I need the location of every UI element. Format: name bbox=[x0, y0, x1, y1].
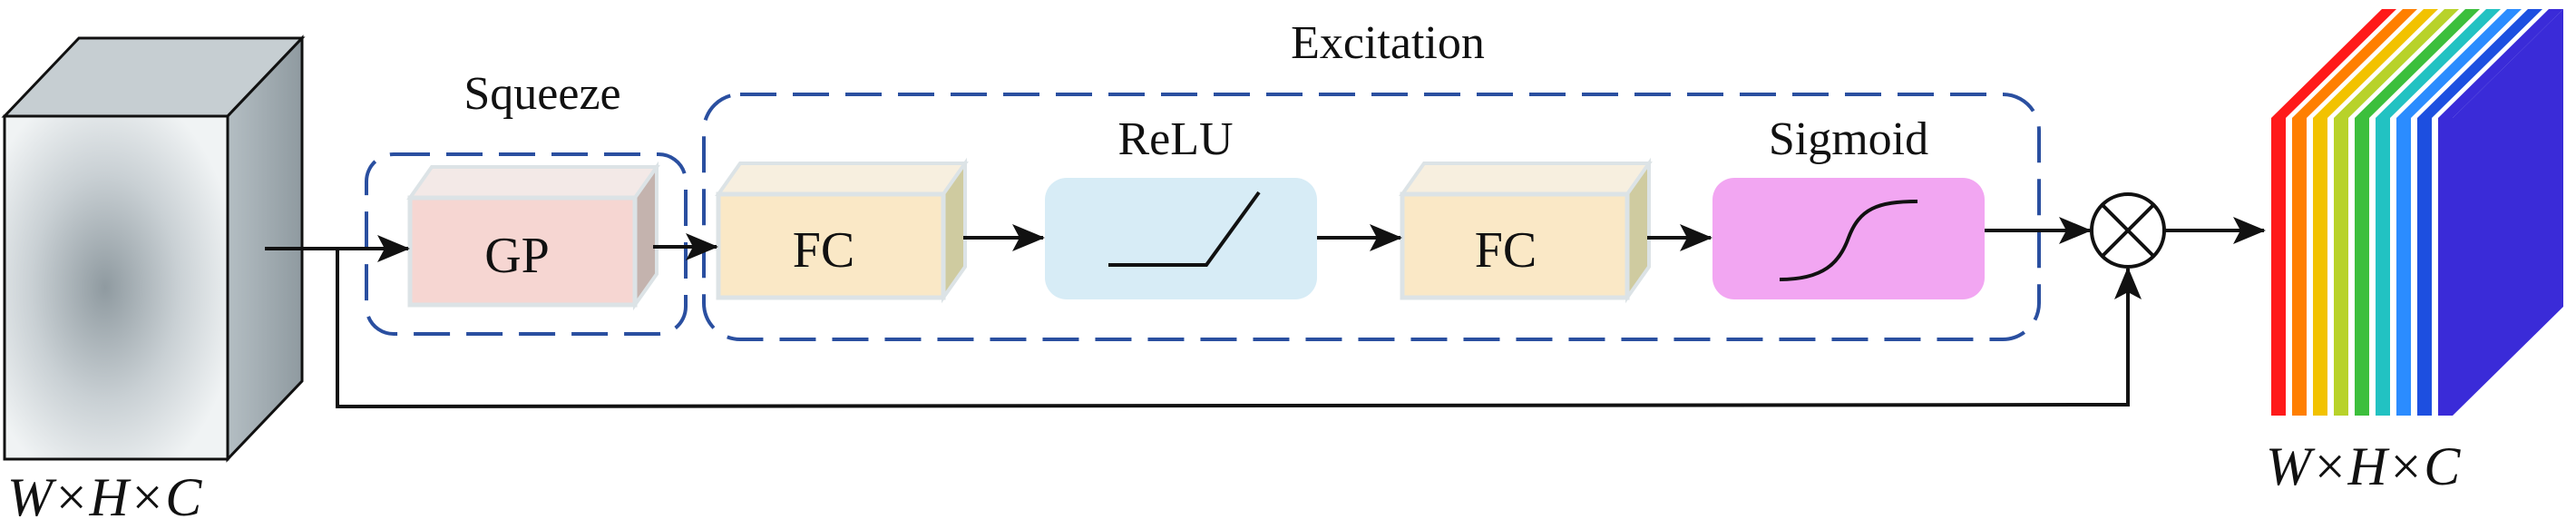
fc1-block bbox=[715, 157, 969, 304]
output-tensor bbox=[2271, 9, 2563, 416]
output-channel-top bbox=[2355, 9, 2480, 118]
output-channel-top bbox=[2313, 9, 2438, 118]
relu-block bbox=[1045, 178, 1317, 299]
excitation-label: Excitation bbox=[1291, 17, 1485, 69]
fc2-block bbox=[1399, 157, 1653, 304]
output-channel-slice bbox=[2438, 118, 2453, 416]
output-channel-top bbox=[2292, 9, 2417, 118]
sigmoid-label: Sigmoid bbox=[1769, 113, 1928, 165]
output-channel-slice bbox=[2313, 118, 2327, 416]
output-channel-top bbox=[2417, 9, 2542, 118]
skip-connection bbox=[336, 249, 2142, 409]
input-dims-label: W×H×C bbox=[7, 467, 202, 527]
excitation-group-border bbox=[702, 93, 2041, 341]
multiply-circle-icon bbox=[2090, 192, 2166, 269]
output-channel-slice bbox=[2355, 118, 2369, 416]
output-channel-slice bbox=[2417, 118, 2432, 416]
relu-label: ReLU bbox=[1117, 113, 1233, 165]
squeeze-label: Squeeze bbox=[463, 68, 620, 120]
connectors bbox=[265, 217, 2266, 409]
fc2-label: FC bbox=[1475, 222, 1537, 279]
output-channel-slice bbox=[2396, 118, 2411, 416]
output-channel-top bbox=[2334, 9, 2459, 118]
gp-block bbox=[406, 161, 660, 311]
output-channel-top bbox=[2438, 9, 2563, 118]
output-channel-top bbox=[2396, 9, 2522, 118]
output-channel-slice bbox=[2292, 118, 2307, 416]
input-tensor bbox=[1, 34, 306, 463]
output-dims-label: W×H×C bbox=[2266, 436, 2461, 496]
output-side-face bbox=[2453, 9, 2563, 416]
gp-label: GP bbox=[484, 228, 550, 284]
fc1-label: FC bbox=[793, 222, 855, 279]
output-channel-top bbox=[2376, 9, 2501, 118]
output-channel-slice bbox=[2334, 118, 2348, 416]
relu-curve-icon bbox=[1108, 191, 1261, 267]
sigmoid-curve-icon bbox=[1779, 200, 1918, 281]
output-channel-slice bbox=[2271, 118, 2286, 416]
output-channel-top bbox=[2271, 9, 2396, 118]
output-channel-slice bbox=[2376, 118, 2390, 416]
